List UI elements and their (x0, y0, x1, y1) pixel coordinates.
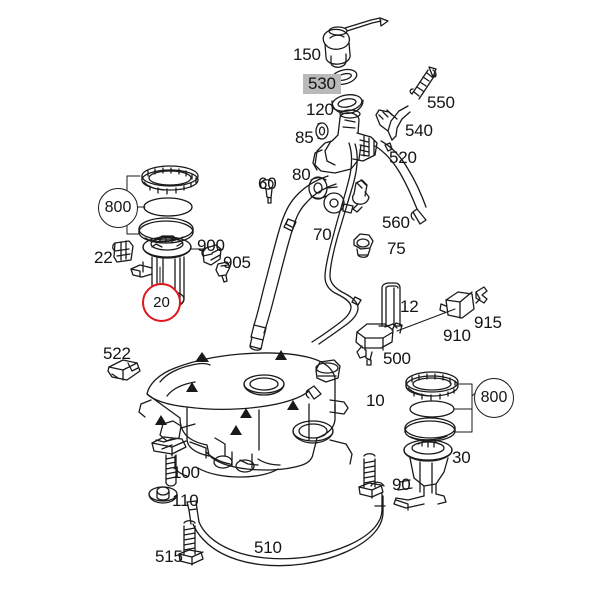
part-540-bracket (375, 105, 411, 152)
part-10-fuel-tank (138, 350, 353, 478)
part-label-915[interactable]: 915 (474, 313, 502, 332)
part-label-85[interactable]: 85 (295, 128, 314, 147)
part-label-500[interactable]: 500 (383, 349, 411, 368)
part-label-150[interactable]: 150 (293, 45, 321, 64)
part-label-530[interactable]: 530 (303, 74, 341, 94)
part-label-540[interactable]: 540 (405, 121, 433, 140)
part-150-fuel-cap (322, 17, 389, 68)
part-110-nut (148, 486, 178, 504)
part-label-12[interactable]: 12 (400, 297, 419, 316)
part-label-510[interactable]: 510 (254, 538, 282, 557)
callout-800[interactable]: 800 (98, 188, 138, 228)
part-90-bolt (358, 453, 384, 499)
part-85-grommet (315, 122, 329, 140)
callout-20-highlighted[interactable]: 20 (142, 283, 181, 322)
part-label-90[interactable]: 90 (392, 475, 411, 494)
part-label-520[interactable]: 520 (389, 148, 417, 167)
callout-800[interactable]: 800 (474, 378, 514, 418)
part-label-560[interactable]: 560 (382, 213, 410, 232)
part-label-900[interactable]: 900 (197, 236, 225, 255)
part-915-clip (475, 286, 488, 304)
part-label-80[interactable]: 80 (292, 165, 311, 184)
part-560-clip (351, 179, 370, 213)
part-22-clamp (112, 240, 134, 263)
part-label-22[interactable]: 22 (94, 248, 113, 267)
part-label-120[interactable]: 120 (306, 100, 334, 119)
part-30-fuel-sender (393, 439, 453, 511)
part-900-clip (189, 244, 222, 266)
part-60-plug (259, 179, 274, 204)
part-515-bolt (178, 520, 204, 566)
fuel-filler-hose (249, 175, 337, 351)
part-label-60[interactable]: 60 (258, 174, 277, 193)
part-label-905[interactable]: 905 (223, 253, 251, 272)
part-75-nut (353, 233, 374, 258)
outlet-hose-right (374, 140, 427, 225)
part-910-connector (439, 291, 475, 319)
part-label-550[interactable]: 550 (427, 93, 455, 112)
part-label-522[interactable]: 522 (103, 344, 131, 363)
part-label-100[interactable]: 100 (172, 463, 200, 482)
part-label-75[interactable]: 75 (387, 239, 406, 258)
part-70-grommet (323, 192, 354, 214)
part-label-30[interactable]: 30 (452, 448, 471, 467)
part-510-strap (186, 481, 386, 567)
part-522-clamp (107, 359, 141, 381)
part-label-10[interactable]: 10 (366, 391, 385, 410)
part-520-filler-neck (312, 109, 378, 174)
part-550-screw (409, 66, 437, 100)
vent-hose (305, 142, 362, 400)
part-905-clip (215, 261, 231, 283)
part-100-bolt (151, 436, 187, 487)
part-800-bottom-ring-set (404, 371, 483, 442)
part-500-valve (355, 308, 456, 366)
part-label-515[interactable]: 515 (155, 547, 183, 566)
part-label-70[interactable]: 70 (313, 225, 332, 244)
part-12-bracket (378, 282, 403, 327)
part-label-910[interactable]: 910 (443, 326, 471, 345)
part-label-110[interactable]: 110 (172, 491, 199, 510)
